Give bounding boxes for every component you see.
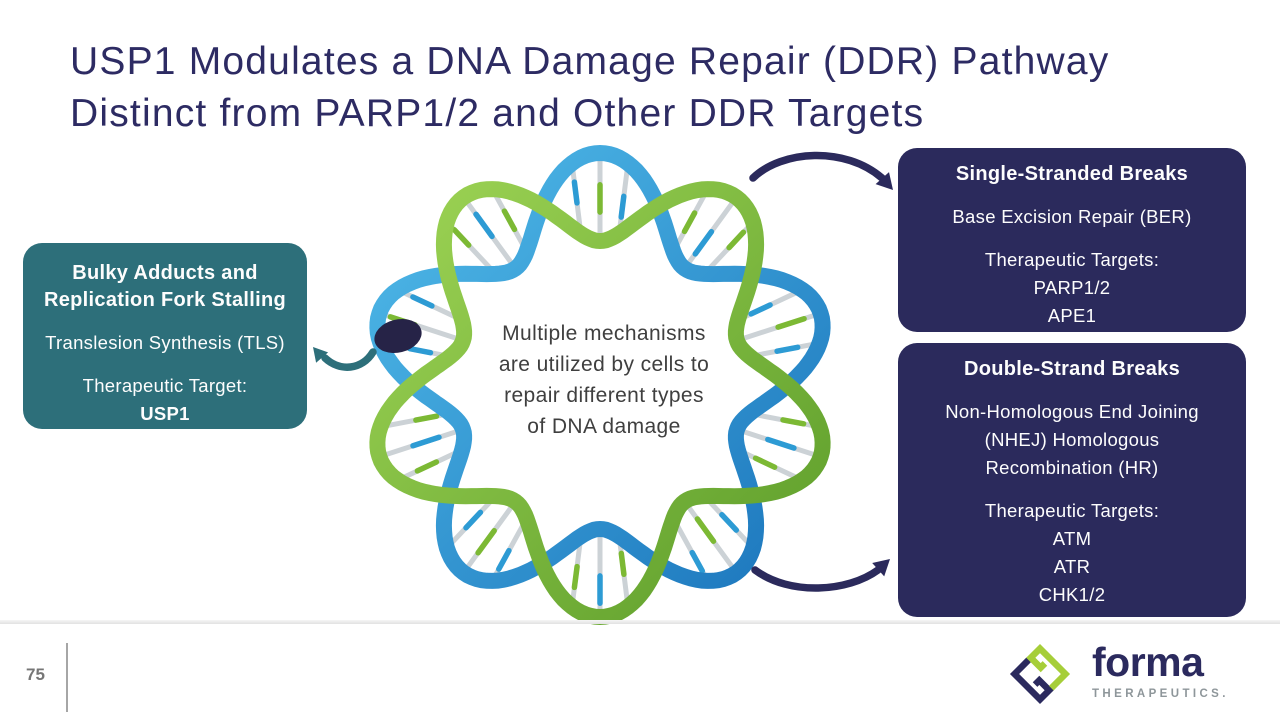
center-note-line2: are utilized by cells to	[498, 353, 710, 376]
callout-bulky-adducts-mechanism: Translesion Synthesis (TLS)	[45, 332, 285, 353]
callout-bulky-adducts: Bulky Adducts and Replication Fork Stall…	[23, 243, 307, 429]
callout-dsb-target-atr: ATR	[1053, 556, 1091, 577]
callout-dsb-target-atm: ATM	[1052, 528, 1092, 549]
center-note-line1: Multiple mechanisms	[502, 322, 706, 345]
callout-dsb-heading: Double-Strand Breaks	[963, 358, 1181, 380]
page-number: 75	[26, 665, 45, 684]
callout-bulky-adducts-heading-line1: Bulky Adducts and	[72, 262, 258, 284]
callout-dsb-mechanism-line1: Non-Homologous End Joining	[945, 401, 1199, 422]
callout-ssb-target-parp: PARP1/2	[1033, 277, 1111, 298]
arrow-to-double-strand-breaks	[751, 559, 890, 592]
slide-title-line2: Distinct from PARP1/2 and Other DDR Targ…	[70, 92, 925, 135]
forma-logo-name: forma	[1092, 639, 1204, 685]
callout-bulky-adducts-heading: Bulky Adducts and Replication Fork Stall…	[37, 260, 293, 314]
arrow-to-single-stranded-breaks	[749, 151, 893, 190]
callout-bulky-adducts-target-usp1: USP1	[140, 403, 190, 424]
slide-title-line1: USP1 Modulates a DNA Damage Repair (DDR)…	[70, 40, 1110, 83]
callout-single-stranded-breaks: Single-Stranded Breaks Base Excision Rep…	[898, 148, 1246, 332]
callout-double-strand-breaks: Double-Strand Breaks Non-Homologous End …	[898, 343, 1246, 617]
center-note-line4: of DNA damage	[527, 415, 681, 438]
forma-logo-mark-icon	[1009, 643, 1071, 705]
callout-bulky-adducts-heading-line2: Replication Fork Stalling	[44, 289, 286, 311]
forma-logo-text: forma THERAPEUTICS.	[1092, 639, 1229, 701]
center-note-line3: repair different types	[504, 384, 704, 407]
callout-ssb-mechanism: Base Excision Repair (BER)	[952, 206, 1192, 227]
footer-divider	[0, 620, 1280, 624]
footer-vertical-rule	[66, 643, 68, 712]
slide-title: USP1 Modulates a DNA Damage Repair (DDR)…	[70, 36, 1220, 140]
callout-ssb-target-ape1: APE1	[1047, 305, 1097, 326]
callout-dsb-target-chk: CHK1/2	[1038, 584, 1106, 605]
center-note: Multiple mechanisms are utilized by cell…	[462, 318, 746, 442]
bulky-adduct-oval	[374, 318, 422, 354]
callout-ssb-heading: Single-Stranded Breaks	[955, 163, 1189, 185]
forma-therapeutics-logo: forma THERAPEUTICS.	[1006, 640, 1229, 708]
callout-dsb-mechanism-line3: Recombination (HR)	[985, 457, 1159, 478]
callout-dsb-mechanism: Non-Homologous End Joining (NHEJ) Homolo…	[912, 398, 1232, 482]
callout-bulky-adducts-targets-label: Therapeutic Target:	[82, 375, 248, 396]
callout-dsb-mechanism-line2: (NHEJ) Homologous	[984, 429, 1160, 450]
callout-ssb-targets-label: Therapeutic Targets:	[984, 249, 1160, 270]
callout-dsb-targets-label: Therapeutic Targets:	[984, 500, 1160, 521]
arrow-to-bulky-adducts	[313, 347, 377, 371]
forma-logo-tagline: THERAPEUTICS.	[1092, 688, 1229, 700]
